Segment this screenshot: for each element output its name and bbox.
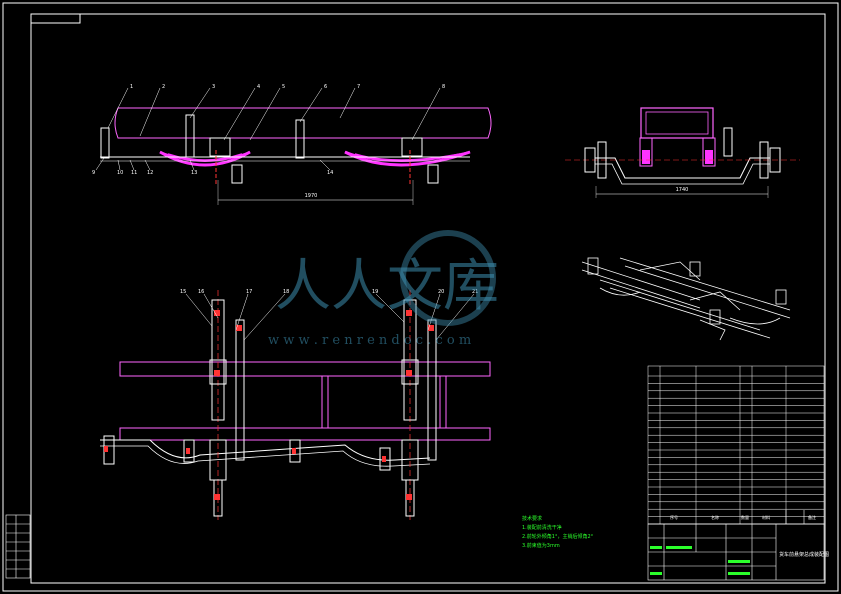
watermark-url: w w w . r e n r e n d o c . c o m <box>268 333 471 348</box>
notes-line-1: 1.装配前清洗干净 <box>522 524 562 531</box>
balloon-4: 4 <box>257 84 260 90</box>
balloon-13: 13 <box>191 170 197 176</box>
balloon-2: 2 <box>162 84 165 90</box>
parts-list <box>647 365 825 525</box>
side-view: 1970 1 2 3 4 5 6 7 8 9 10 11 12 13 <box>92 84 492 205</box>
balloon-21: 21 <box>472 289 478 295</box>
header-qty: 数量 <box>741 514 749 520</box>
plan-view: 15 16 17 18 19 20 21 <box>100 289 491 520</box>
frame-rail-plan-bottom <box>119 427 491 441</box>
title-block <box>647 510 825 581</box>
balloon-7: 7 <box>357 84 360 90</box>
balloon-17: 17 <box>246 289 252 295</box>
header-remark: 备注 <box>808 514 816 520</box>
balloon-10: 10 <box>117 170 123 176</box>
balloon-14: 14 <box>327 170 333 176</box>
balloon-3: 3 <box>212 84 215 90</box>
notes-line-2: 2.前轮外倾角1°，主销后倾角2° <box>522 533 594 540</box>
frame-rail-plan-top <box>119 361 491 377</box>
balloon-12: 12 <box>147 170 153 176</box>
header-material: 材料 <box>762 514 770 520</box>
corner-box <box>30 13 81 24</box>
leaf-spring-right <box>344 150 471 167</box>
frame-rail-side <box>114 107 492 139</box>
notes-line-3: 3.前束值为3mm <box>522 542 560 549</box>
drawing-title: 货车前悬架总成装配图 <box>779 551 829 558</box>
margin-table <box>5 514 31 579</box>
dimension-front: 1740 <box>676 187 689 193</box>
balloon-18: 18 <box>283 289 289 295</box>
technical-notes: 技术要求 1.装配前清洗干净 2.前轮外倾角1°，主销后倾角2° 3.前束值为3… <box>522 515 594 549</box>
watermark-logo <box>400 230 496 326</box>
header-name: 名称 <box>711 514 719 520</box>
balloon-11: 11 <box>131 170 137 176</box>
balloon-1: 1 <box>130 84 133 90</box>
balloon-20: 20 <box>438 289 444 295</box>
watermark-main: 人人文库 <box>275 254 499 319</box>
balloon-15: 15 <box>180 289 186 295</box>
balloon-19: 19 <box>372 289 378 295</box>
frame-cross-section <box>640 107 714 139</box>
balloon-8: 8 <box>442 84 445 90</box>
balloon-9: 9 <box>92 170 95 176</box>
balloon-6: 6 <box>324 84 327 90</box>
watermark: 人人文库 w w w . r e n r e n d o c . c o m <box>268 230 499 348</box>
title-block-text: 序号 名称 数量 材料 备注 货车前悬架总成装配图 <box>670 514 829 558</box>
leaf-spring-left <box>159 150 251 167</box>
header-no: 序号 <box>670 514 678 520</box>
front-view: 1740 <box>565 107 800 198</box>
isometric-view <box>581 257 791 341</box>
notes-title: 技术要求 <box>522 515 542 522</box>
balloon-16: 16 <box>198 289 204 295</box>
balloon-5: 5 <box>282 84 285 90</box>
dimension-side: 1970 <box>305 193 318 199</box>
inner-border <box>30 13 826 584</box>
title-block-marks <box>650 546 750 575</box>
